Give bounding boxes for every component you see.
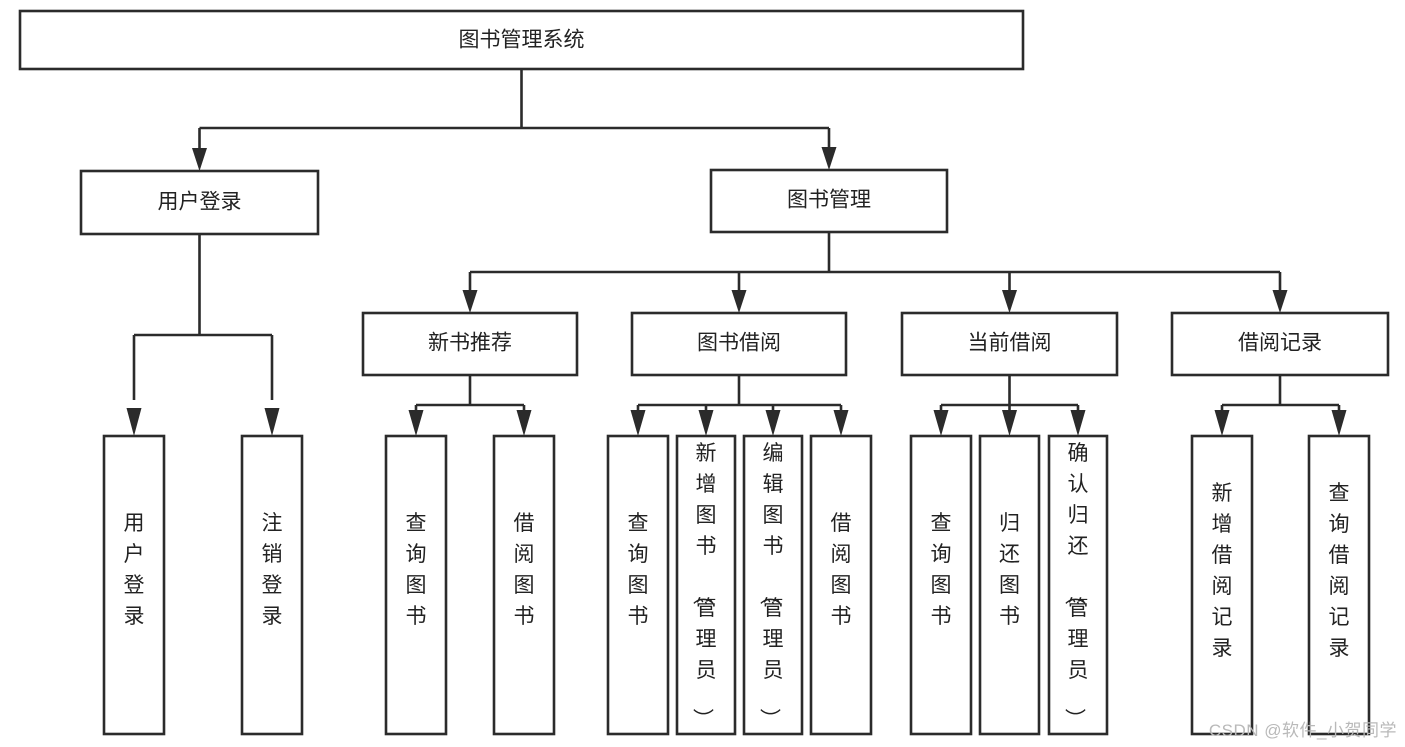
arrow-head-borrow-record: [1272, 290, 1288, 313]
node-leaf-query-record[interactable]: 查询借阅记录: [1307, 434, 1371, 736]
connector-group-current-borrow: [933, 375, 1086, 436]
node-root[interactable]: 图书管理系统: [18, 9, 1025, 71]
node-new-book-rec-label: 新书推荐: [428, 332, 512, 355]
node-leaf-add-book[interactable]: 新增图书（管理员）: [675, 434, 737, 736]
node-leaf-edit-book-box[interactable]: [742, 434, 804, 736]
node-leaf-user-login-label: 用户登录: [124, 512, 145, 628]
node-leaf-query-book-3-label: 查询图书: [931, 512, 952, 628]
node-current-borrow[interactable]: 当前借阅: [900, 311, 1119, 377]
node-leaf-add-book-box[interactable]: [675, 434, 737, 736]
connector-book-manage-to-level3: [468, 232, 1282, 300]
connector-group-book-manage: [462, 232, 1288, 313]
node-leaf-borrow-book-1[interactable]: 借阅图书: [492, 434, 556, 736]
node-root-label: 图书管理系统: [459, 29, 585, 52]
arrow-head-leaf-query-book-2: [630, 410, 646, 436]
node-leaf-borrow-book-2-label: 借阅图书: [831, 512, 852, 628]
node-leaf-query-book-1[interactable]: 查询图书: [384, 434, 448, 736]
arrow-head-leaf-add-record: [1214, 410, 1230, 436]
connector-borrow-record-to-leaves: [1220, 375, 1341, 420]
node-leaf-logout[interactable]: 注销登录: [240, 434, 304, 736]
node-leaf-query-book-2-box[interactable]: [606, 434, 670, 736]
arrow-head-leaf-query-book-3: [933, 410, 949, 436]
arrow-head-leaf-add-book: [698, 410, 714, 436]
node-borrow-record-label: 借阅记录: [1238, 332, 1322, 355]
arrow-head-user-login: [192, 148, 207, 171]
node-leaf-user-login[interactable]: 用户登录: [102, 434, 166, 736]
node-book-manage-label: 图书管理: [787, 189, 871, 212]
node-leaf-return-book-box[interactable]: [978, 434, 1041, 736]
node-leaf-add-record-box[interactable]: [1190, 434, 1254, 736]
node-user-login-box[interactable]: [79, 169, 320, 236]
connector-group-borrow-record: [1214, 375, 1347, 436]
node-user-login[interactable]: 用户登录: [79, 169, 320, 236]
arrow-head-new-book-rec: [462, 290, 478, 313]
node-leaf-query-book-2-label: 查询图书: [628, 512, 649, 628]
node-leaf-confirm-return-box[interactable]: [1047, 434, 1109, 736]
node-leaf-query-book-1-label: 查询图书: [406, 512, 427, 628]
node-book-manage-box[interactable]: [709, 168, 949, 234]
node-user-login-label: 用户登录: [158, 191, 242, 214]
node-leaf-confirm-return[interactable]: 确认归还（管理员）: [1047, 434, 1109, 736]
node-root-box[interactable]: [18, 9, 1025, 71]
node-borrow-record[interactable]: 借阅记录: [1170, 311, 1390, 377]
arrow-head-leaf-edit-book: [765, 410, 781, 436]
arrow-head-leaf-query-record: [1331, 410, 1347, 436]
node-book-manage[interactable]: 图书管理: [709, 168, 949, 234]
node-new-book-rec[interactable]: 新书推荐: [361, 311, 579, 377]
arrow-head-leaf-borrow-book-1: [516, 410, 532, 436]
node-book-borrow-label: 图书借阅: [697, 332, 781, 355]
node-leaf-borrow-book-1-box[interactable]: [492, 434, 556, 736]
connector-book-borrow-to-leaves: [636, 375, 843, 420]
arrow-head-current-borrow: [1002, 290, 1017, 313]
node-current-borrow-label: 当前借阅: [968, 332, 1052, 355]
node-leaf-confirm-return-label: 确认归还（管理员）: [1063, 442, 1089, 729]
node-leaf-borrow-book-2-box[interactable]: [809, 434, 873, 736]
connector-group-book-borrow: [630, 375, 849, 436]
connector-new-book-rec-to-leaves: [414, 375, 526, 420]
arrow-head-leaf-borrow-book-2: [833, 410, 849, 436]
arrow-head-book-manage: [821, 147, 837, 170]
node-leaf-edit-book[interactable]: 编辑图书（管理员）: [742, 434, 804, 736]
node-leaf-query-book-3-box[interactable]: [909, 434, 973, 736]
arrow-head-leaf-return-book: [1002, 410, 1017, 436]
connector-root-to-level2: [198, 69, 831, 158]
connector-group-root: [192, 69, 837, 171]
arrow-head-leaf-confirm-return: [1070, 410, 1086, 436]
node-borrow-record-box[interactable]: [1170, 311, 1390, 377]
node-leaf-add-record[interactable]: 新增借阅记录: [1190, 434, 1254, 736]
arrow-head-leaf-user-login: [126, 408, 142, 436]
connector-user-login-to-leaves: [132, 234, 274, 400]
node-leaf-edit-book-label: 编辑图书（管理员）: [758, 442, 784, 729]
node-leaf-query-record-label: 查询借阅记录: [1329, 482, 1350, 660]
node-leaf-return-book-label: 归还图书: [999, 512, 1020, 628]
node-leaf-logout-box[interactable]: [240, 434, 304, 736]
node-leaf-query-record-box[interactable]: [1307, 434, 1371, 736]
node-book-borrow-box[interactable]: [630, 311, 848, 377]
node-leaf-user-login-box[interactable]: [102, 434, 166, 736]
arrow-head-book-borrow: [731, 290, 747, 313]
node-leaf-borrow-book-2[interactable]: 借阅图书: [809, 434, 873, 736]
arrow-head-leaf-query-book-1: [408, 410, 424, 436]
node-book-borrow[interactable]: 图书借阅: [630, 311, 848, 377]
node-current-borrow-box[interactable]: [900, 311, 1119, 377]
arrow-head-leaf-logout: [264, 408, 280, 436]
node-leaf-logout-label: 注销登录: [262, 512, 283, 628]
node-leaf-query-book-1-box[interactable]: [384, 434, 448, 736]
node-leaf-add-record-label: 新增借阅记录: [1212, 482, 1233, 660]
node-new-book-rec-box[interactable]: [361, 311, 579, 377]
node-leaf-query-book-3[interactable]: 查询图书: [909, 434, 973, 736]
node-leaf-query-book-2[interactable]: 查询图书: [606, 434, 670, 736]
csdn-watermark: CSDN @软件_小贺同学: [1208, 721, 1397, 740]
node-leaf-add-book-label: 新增图书（管理员）: [691, 442, 717, 729]
connector-group-user-login: [126, 234, 280, 436]
node-leaf-return-book[interactable]: 归还图书: [978, 434, 1041, 736]
node-leaf-borrow-book-1-label: 借阅图书: [514, 512, 535, 628]
connector-group-new-book-rec: [408, 375, 532, 436]
